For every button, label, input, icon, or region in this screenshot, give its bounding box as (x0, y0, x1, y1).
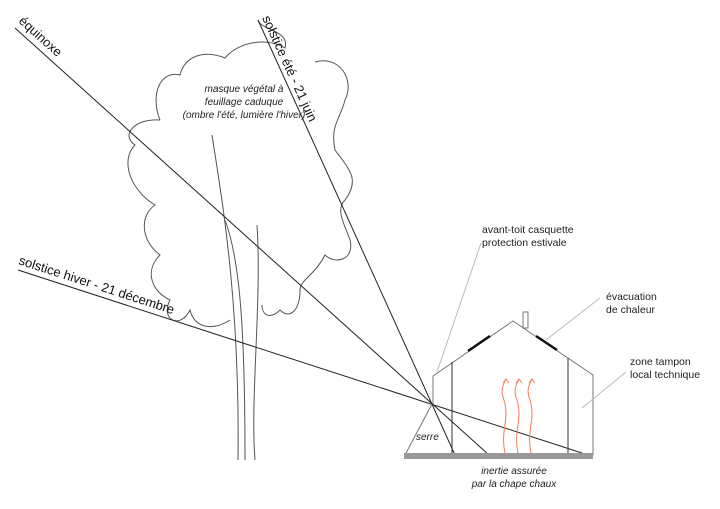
heat-arrow (501, 378, 510, 454)
roof-vent-right (535, 334, 558, 352)
equinox-ray (14, 27, 490, 456)
heat-arrows (501, 378, 536, 454)
equinox-label: équinoxe (16, 13, 65, 59)
tree-trunk-left (211, 134, 239, 461)
tree-trunk-right (253, 224, 259, 461)
inertia-label-2: par la chape chaux (471, 479, 558, 490)
winter-solstice-ray (17, 269, 589, 456)
lime-screed-floor (404, 453, 593, 459)
tree-canopy (127, 19, 353, 328)
tree (127, 19, 353, 461)
inertia-label-1: inertie assurée (481, 466, 547, 477)
summer-solstice-ray (257, 19, 456, 456)
heat-arrow (514, 378, 523, 454)
canopy-label-2: protection estivale (482, 237, 567, 249)
heat-label-1: évacuation (606, 291, 657, 303)
buffer-label-1: zone tampon (630, 356, 691, 368)
roof-vent-left (467, 334, 491, 353)
chimney (522, 311, 529, 329)
greenhouse-slope (404, 403, 433, 456)
sun-rays (14, 19, 589, 456)
tree-label-3: (ombre l'été, lumière l'hiver) (183, 110, 306, 121)
greenhouse-label: serre (416, 432, 439, 443)
heat-arrow (527, 378, 536, 454)
buffer-label-2: local technique (630, 369, 700, 381)
tree-trunk-branch (224, 219, 246, 461)
house-outline (432, 320, 594, 455)
winter-solstice-label: solstice hiver - 21 décembre (17, 253, 176, 318)
house (404, 311, 594, 456)
tree-label-1: masque végétal à (205, 84, 284, 95)
tree-label-2: feuillage caduque (205, 97, 284, 108)
canopy-label-1: avant-toit casquette (482, 224, 574, 236)
leader-lines (436, 242, 627, 409)
heat-label-2: de chaleur (606, 304, 656, 316)
